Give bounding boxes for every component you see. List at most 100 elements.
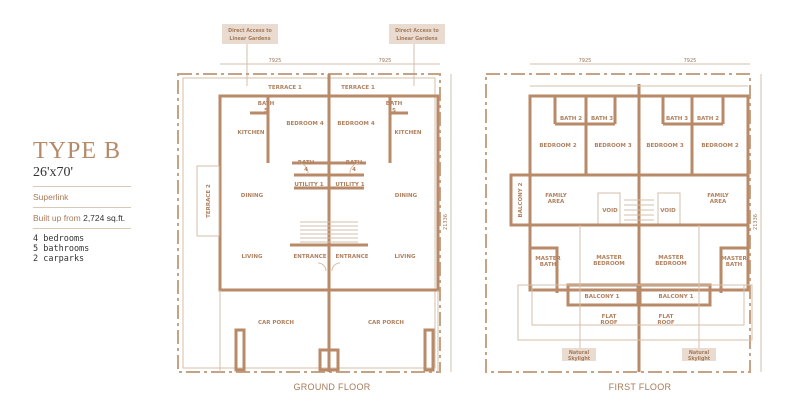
ff-flat-right: FLAT: [659, 314, 674, 320]
ff-master-bed-left: MASTER: [596, 255, 622, 261]
room-kitchen-left: KITCHEN: [237, 130, 264, 136]
wall-line: [530, 246, 748, 293]
ff-master-bed-right-2: BEDROOM: [655, 261, 687, 267]
ff-void-right: VOID: [660, 208, 676, 214]
tag-text-left-2: Linear Gardens: [229, 36, 270, 42]
plan-shape: [182, 77, 436, 369]
built-up: Built up from 2,724 sq.ft.: [33, 208, 131, 229]
ff-area-right: AREA: [710, 199, 727, 205]
dim-width-right: 7925: [379, 58, 392, 64]
feature-bathrooms: 5 bathrooms: [33, 244, 90, 254]
wall-line: [300, 221, 358, 243]
ff-roof-right: ROOF: [657, 320, 675, 326]
ff-family-left: FAMILY: [545, 193, 568, 199]
dim-depth: 21336: [443, 214, 449, 230]
ff-area-left: AREA: [548, 199, 565, 205]
unit-type-title: TYPE B: [33, 138, 122, 164]
plan-shape: [196, 165, 220, 237]
ff-plot-boundary: [485, 73, 751, 373]
room-terrace2: TERRACE 2: [206, 184, 212, 218]
ff-bedroom2-left: BEDROOM 2: [539, 143, 576, 149]
ff-bath3-left: BATH 3: [591, 116, 613, 122]
skylight-tag-left: [562, 348, 596, 361]
room-bath4-right-num: 4: [352, 167, 356, 173]
ff-dim-width-left: 7925: [579, 58, 592, 64]
ff-dim-depth: 21336: [753, 214, 759, 230]
room-living-left: LIVING: [242, 254, 263, 260]
ff-bath2-right: BATH 2: [697, 116, 719, 122]
room-bedroom4-left: BEDROOM 4: [286, 121, 323, 127]
ff-flat-left: FLAT: [602, 314, 617, 320]
room-carporch-right: CAR PORCH: [368, 320, 404, 326]
skylight-left-2: Skylight: [568, 356, 591, 362]
room-dining-left: DINING: [241, 193, 264, 199]
room-bath5-right-num: 5: [392, 108, 396, 114]
room-carporch-left: CAR PORCH: [258, 320, 294, 326]
room-bath5-left-num: 5: [264, 108, 268, 114]
ff-master-bed-left-2: BEDROOM: [593, 261, 625, 267]
ground-floor-plan: Direct Access to Linear Gardens Direct A…: [177, 24, 452, 392]
feature-list: 4 bedrooms 5 bathrooms 2 carparks: [33, 234, 131, 264]
tag-text-left-1: Direct Access to: [228, 28, 272, 34]
built-up-value: 2,724 sq.ft.: [83, 213, 126, 223]
wall-line: [234, 328, 435, 372]
ff-balcony1-right: BALCONY 1: [659, 294, 694, 300]
ff-master-bath-left: MASTER: [535, 256, 561, 262]
ff-master-bed-right: MASTER: [658, 255, 684, 261]
ff-master-bath-left-2: BATH: [540, 262, 557, 268]
unit-info-panel: TYPE B 26'x70' Superlink Built up from 2…: [33, 138, 131, 264]
room-bath5-left: BATH: [258, 101, 275, 107]
ff-balcony1-left: BALCONY 1: [585, 294, 620, 300]
tag-box-left: [222, 24, 278, 44]
ff-dim-width-right: 7925: [684, 58, 697, 64]
ff-balcony2: BALCONY 2: [518, 182, 524, 217]
ff-bath3-right: BATH 3: [666, 116, 688, 122]
tag-text-right-2: Linear Gardens: [396, 36, 437, 42]
plan-shape: [509, 173, 532, 227]
room-dining-right: DINING: [395, 193, 418, 199]
room-bath4-right: BATH: [346, 160, 363, 166]
room-bath4-left-num: 4: [304, 167, 308, 173]
room-terrace1-left: TERRACE 1: [268, 85, 302, 91]
skylight-right-2: Skylight: [688, 356, 711, 362]
room-living-right: LIVING: [395, 254, 416, 260]
ff-master-bath-right: MASTER: [721, 256, 747, 262]
ground-floor-title: GROUND FLOOR: [293, 382, 370, 392]
feature-carparks: 2 carparks: [33, 254, 85, 264]
wall-line: [553, 96, 725, 124]
wall-line: [297, 162, 361, 272]
tag-text-right-1: Direct Access to: [395, 28, 439, 34]
ff-bath2-left: BATH 2: [560, 116, 582, 122]
lot-size: 26'x70': [33, 165, 131, 187]
room-utility-right: UTILITY 1: [335, 182, 364, 188]
skylight-right-1: Natural: [689, 350, 710, 356]
plan-shape: [517, 284, 753, 341]
room-utility-left: UTILITY 1: [294, 182, 323, 188]
ff-master-bath-right-2: BATH: [726, 262, 743, 268]
room-bedroom4-right: BEDROOM 4: [337, 121, 374, 127]
ff-bedroom3-right: BEDROOM 3: [646, 143, 683, 149]
ff-void-left: VOID: [602, 208, 618, 214]
plot-boundary: [177, 73, 441, 373]
ff-roof-left: ROOF: [600, 320, 618, 326]
feature-bedrooms: 4 bedrooms: [33, 234, 85, 244]
room-bath5-right: BATH: [386, 101, 403, 107]
room-kitchen-right: KITCHEN: [394, 130, 421, 136]
first-floor-plan: 7925 7925 21336 Natural Skylight: [485, 58, 762, 392]
first-floor-title: FIRST FLOOR: [609, 382, 672, 392]
category: Superlink: [33, 187, 131, 208]
room-entrance-left: ENTRANCE: [294, 254, 327, 260]
ff-bedroom3-left: BEDROOM 3: [594, 143, 631, 149]
ff-family-right: FAMILY: [707, 193, 730, 199]
room-bath4-left: BATH: [298, 160, 315, 166]
plan-shape: [531, 284, 745, 326]
skylight-left-1: Natural: [569, 350, 590, 356]
room-terrace1-right: TERRACE 1: [341, 85, 375, 91]
room-entrance-right: ENTRANCE: [336, 254, 369, 260]
tag-box-right: [389, 24, 445, 44]
wall-line: [624, 199, 654, 221]
ff-bedroom2-right: BEDROOM 2: [701, 143, 738, 149]
built-up-label: Built up from: [33, 213, 81, 223]
